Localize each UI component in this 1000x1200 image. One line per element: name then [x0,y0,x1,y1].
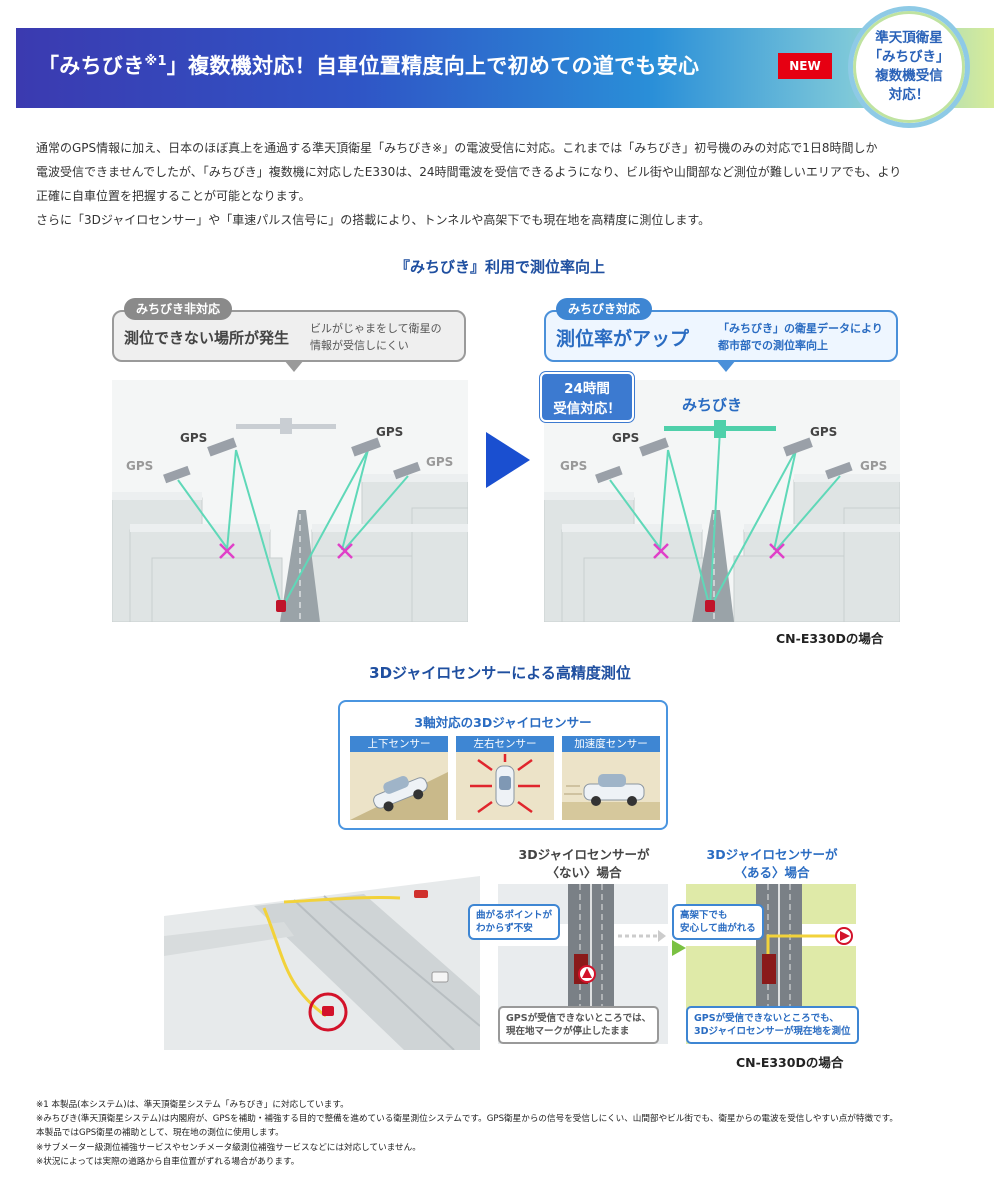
car-moving-icon [562,752,660,820]
vertical-sensor-panel: 上下センサー [350,736,448,820]
gps-label: GPS [180,431,207,445]
footnotes: ※1 本製品(本システム)は、準天頂衛星システム「みちびき」に対応しています。 … [36,1098,986,1169]
michibiki-headline: 測位率がアップ [556,328,690,350]
michibiki-support-badge: 準天頂衛星 「みちびき」 複数機受信 対応！ [848,6,970,128]
car-turn-arrows-icon [456,752,554,820]
lateral-sensor-label: 左右センサー [456,736,554,752]
gyro-box-title: 3軸対応の3Dジャイロセンサー [414,715,592,730]
gps-label: GPS [560,459,587,473]
without-gyro-callout: 曲がるポイントが わからず不安 [468,904,561,940]
michibiki-satellite-label: みちびき [682,396,742,414]
footnote: ※1 本製品(本システム)は、準天頂衛星システム「みちびき」に対応しています。 [36,1100,349,1110]
footnote: 本製品ではGPS衛星の補助として、現在地の測位に使用します。 [36,1128,284,1139]
gps-label: GPS [612,431,639,445]
no-michibiki-description: ビルがじゃまをして衛星の 情報が受信しにくい [310,322,442,352]
acceleration-sensor-panel: 加速度センサー [562,736,660,820]
michibiki-bubble: みちびき対応 測位率がアップ 「みちびき」の衛星データにより 都市部での測位率向… [544,298,898,372]
acceleration-sensor-label: 加速度センサー [562,736,660,752]
comparison-arrow-icon [486,432,530,488]
intro-line: 通常のGPS情報に加え、日本のほぼ真上を通過する準天頂衛星「みちびき※」の電波受… [36,141,878,155]
car-on-slope-icon [350,752,448,820]
model-caption: CN-E330Dの場合 [776,631,884,646]
gps-label: GPS [810,425,837,439]
lateral-sensor-panel: 左右センサー [456,736,554,820]
intro-text: 通常のGPS情報に加え、日本のほぼ真上を通過する準天頂衛星「みちびき※」の電波受… [36,136,966,232]
city-illustration-without-michibiki: GPS GPS GPS GPS [112,380,468,622]
city-illustration-with-michibiki: GPS GPS GPS GPS みちびき [544,380,900,622]
model-caption: CN-E330Dの場合 [736,1055,844,1070]
michibiki-section-title: 『みちびき』利用で測位率向上 [394,258,605,276]
michibiki-tag: みちびき対応 [556,298,653,320]
new-badge: NEW [778,53,832,79]
gps-label: GPS [376,425,403,439]
elevated-road-scene [164,876,480,1050]
header-title: 「みちびき※1」複数機対応！自車位置精度向上で初めての道でも安心 [38,54,700,78]
city-scene-left: GPS GPS GPS GPS [112,380,468,622]
with-gyro-title: 3Dジャイロセンサーが 〈ある〉場合 [706,847,838,880]
without-gyro-note: GPSが受信できないところでは、 現在地マークが停止したまま [498,1006,660,1044]
bubble-tail [716,360,736,372]
header-banner: 「みちびき※1」複数機対応！自車位置精度向上で初めての道でも安心 NEW [16,28,994,108]
footnote: ※サブメーター級測位補強サービスやセンチメータ級測位補強サービスなどには対応して… [36,1142,421,1153]
no-michibiki-bubble: みちびき非対応 測位できない場所が発生 ビルがじゃまをして衛星の 情報が受信しに… [112,298,466,372]
gps-label: GPS [426,455,453,469]
with-gyro-note: GPSが受信できないところでも、 3Dジャイロセンサーが現在地を測位 [686,1006,859,1044]
footnote: ※みちびき(準天頂衛星システム)は内閣府が、GPSを補助・補強する目的で整備を進… [36,1114,898,1125]
intro-line: さらに「3Dジャイロセンサー」や「車速パルス信号に」の搭載により、トンネルや高架… [36,213,711,227]
intro-line: 正確に自車位置を把握することが可能となります。 [36,189,311,203]
no-michibiki-headline: 測位できない場所が発生 [124,329,290,347]
24h-reception-badge: 24時間 受信対応！ [540,372,634,422]
elevated-road-illustration [164,876,480,1050]
vertical-sensor-label: 上下センサー [350,736,448,752]
no-michibiki-tag: みちびき非対応 [124,298,233,320]
without-gyro-title: 3Dジャイロセンサーが 〈ない〉場合 [518,847,650,880]
play-arrow-icon [672,940,686,956]
with-gyro-callout: 高架下でも 安心して曲がれる [672,904,764,940]
gyro-section-title: 3Dジャイロセンサーによる高精度測位 [369,664,631,682]
michibiki-description: 「みちびき」の衛星データにより 都市部での測位率向上 [718,322,883,352]
gyro-sensor-box: 3軸対応の3Dジャイロセンサー 上下センサー 左右センサー [338,700,668,830]
gps-label: GPS [860,459,887,473]
footnote: ※状況によっては実際の道路から自車位置がずれる場合があります。 [36,1156,300,1167]
city-scene-right: GPS GPS GPS GPS みちびき [544,380,900,622]
bubble-tail [284,360,304,372]
gps-label: GPS [126,459,153,473]
intro-line: 電波受信できませんでしたが、「みちびき」複数機に対応したE330は、24時間電波… [36,165,902,179]
